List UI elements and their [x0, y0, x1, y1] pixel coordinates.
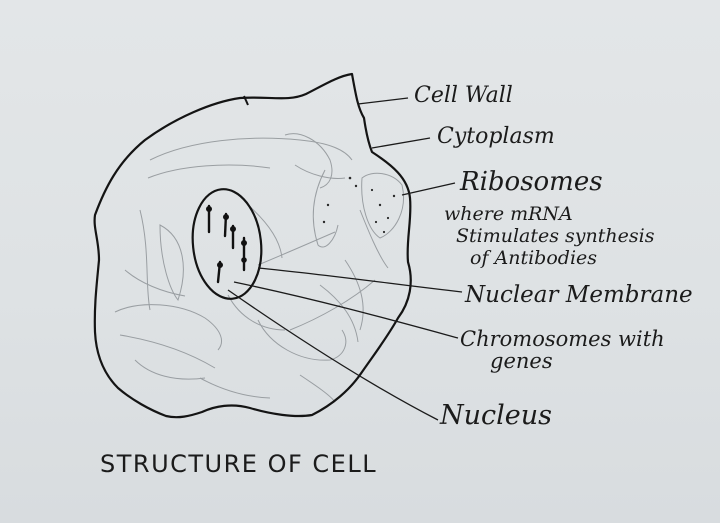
leader-lines	[227, 97, 463, 421]
cytoplasm-strands	[114, 133, 404, 403]
cell-wall-tick	[243, 95, 249, 106]
leader-nucleus	[227, 289, 439, 421]
label-ribosomes-note-2: Stimulates synthesis	[456, 225, 655, 247]
label-chromosomes-1: Chromosomes with	[460, 327, 665, 351]
label-nucleus: Nucleus	[439, 400, 552, 431]
cell-wall	[93, 72, 412, 419]
label-chromosomes-2: genes	[490, 349, 553, 373]
leader-cell-wall	[357, 97, 409, 105]
label-cytoplasm: Cytoplasm	[437, 124, 555, 149]
label-cell-wall: Cell Wall	[414, 83, 513, 108]
label-ribosomes: Ribosomes	[459, 167, 603, 197]
nucleus	[191, 188, 263, 300]
leader-cytoplasm	[371, 137, 431, 149]
ribosome-dots	[322, 176, 396, 234]
chromosomes	[205, 204, 247, 284]
label-ribosomes-note-3: of Antibodies	[470, 247, 597, 269]
leader-nuclear-membrane	[257, 267, 463, 293]
label-nuclear-membrane: Nuclear Membrane	[464, 282, 693, 308]
leader-chromosomes	[233, 281, 459, 339]
leader-ribosomes	[401, 182, 456, 196]
diagram-title: STRUCTURE OF CELL	[100, 450, 377, 478]
label-ribosomes-note-1: where mRNA	[444, 203, 573, 225]
